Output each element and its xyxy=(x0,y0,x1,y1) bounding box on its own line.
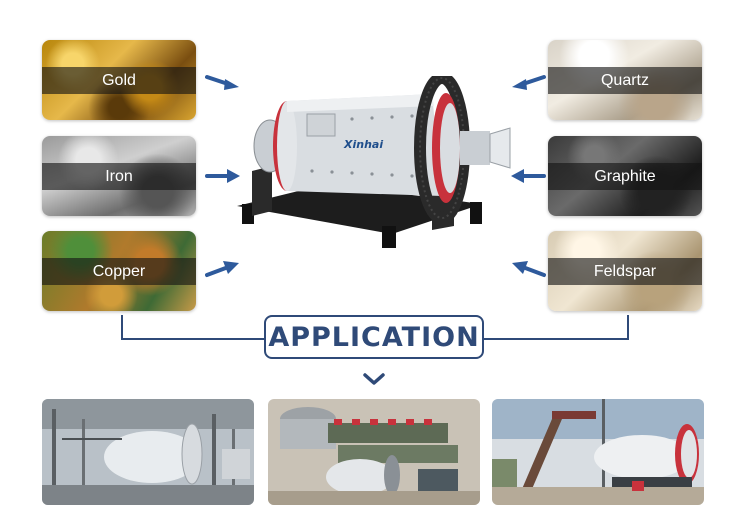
application-photo-2 xyxy=(268,399,480,505)
material-label: Iron xyxy=(42,163,196,190)
arrow-left-icon xyxy=(512,75,546,90)
arrow-left-icon xyxy=(512,261,546,277)
application-photo-3 xyxy=(492,399,704,505)
application-heading-box: APPLICATION xyxy=(264,315,484,359)
arrow-right-icon xyxy=(205,75,239,90)
arrow-left-icon xyxy=(511,169,546,183)
ball-mill-illustration: Xinhai xyxy=(237,76,511,248)
material-label: Feldspar xyxy=(548,258,702,285)
application-title: APPLICATION xyxy=(268,321,480,353)
material-label: Gold xyxy=(42,67,196,94)
material-tile-graphite: Graphite xyxy=(548,136,702,216)
material-tile-feldspar: Feldspar xyxy=(548,231,702,311)
connector-right xyxy=(484,315,629,340)
arrow-right-icon xyxy=(205,169,240,183)
material-tile-copper: Copper xyxy=(42,231,196,311)
chevron-down-icon xyxy=(363,373,385,385)
material-tile-iron: Iron xyxy=(42,136,196,216)
arrow-right-icon xyxy=(205,261,239,277)
material-tile-gold: Gold xyxy=(42,40,196,120)
connector-left xyxy=(121,315,266,340)
application-photo-1 xyxy=(42,399,254,505)
material-label: Quartz xyxy=(548,67,702,94)
material-tile-quartz: Quartz xyxy=(548,40,702,120)
material-label: Graphite xyxy=(548,163,702,190)
mill-brand: Xinhai xyxy=(343,138,383,151)
material-label: Copper xyxy=(42,258,196,285)
